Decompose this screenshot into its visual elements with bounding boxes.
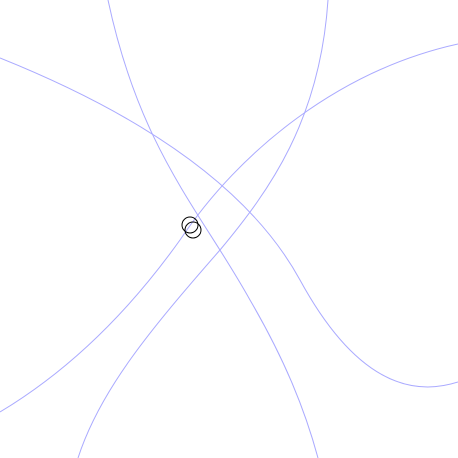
arc-top-left-to-bottom-right xyxy=(107,0,319,458)
marker-upper xyxy=(181,216,199,234)
marker-lower xyxy=(184,221,202,239)
arc-left-to-lower-right xyxy=(0,57,458,388)
point-markers xyxy=(181,216,202,239)
arc-top-right-to-bottom-left xyxy=(77,0,329,458)
